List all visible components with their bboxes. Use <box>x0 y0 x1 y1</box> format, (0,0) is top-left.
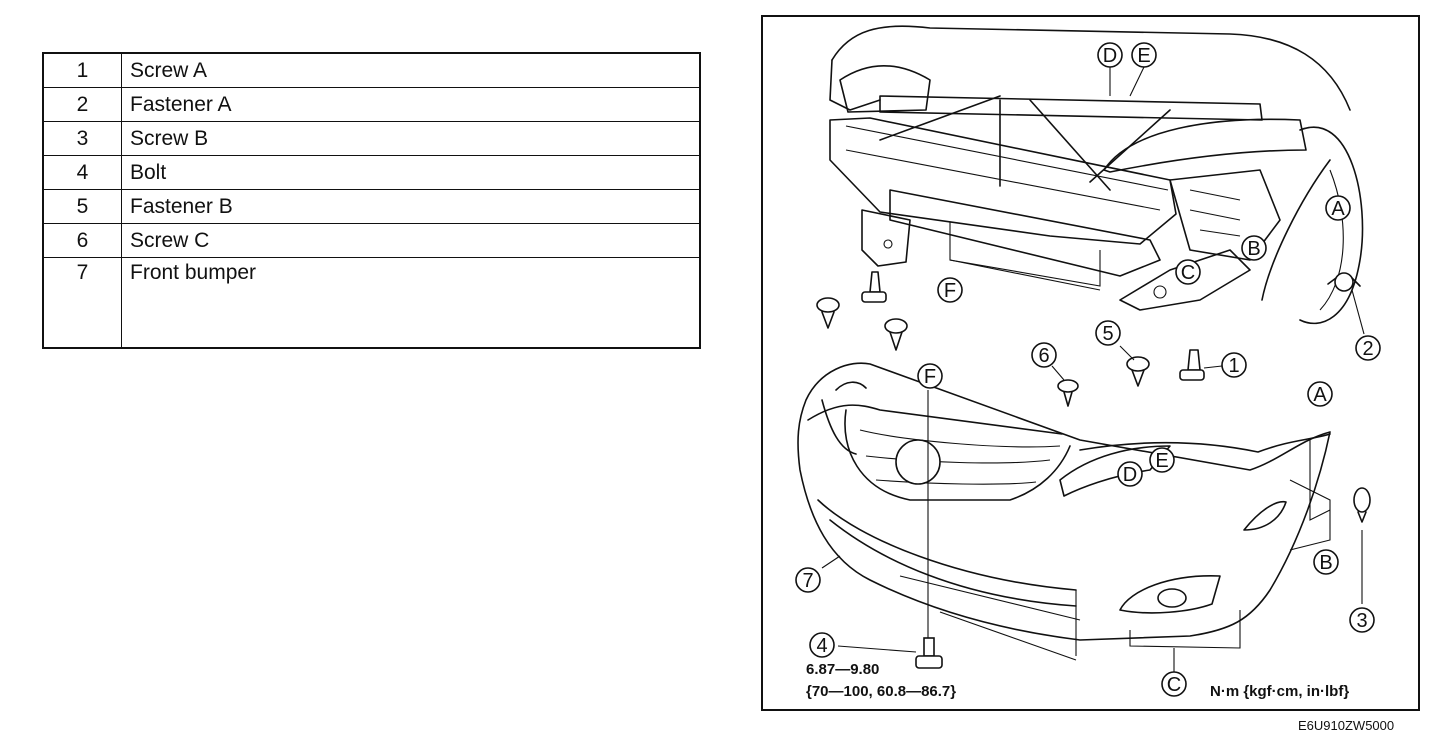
screw-icon <box>1353 487 1371 523</box>
ref-C-top: C <box>1175 259 1201 285</box>
screw-icon <box>1057 379 1079 407</box>
ref-A-top: A <box>1325 195 1351 221</box>
svg-text:5: 5 <box>1102 323 1113 345</box>
torque-alt-units: {70—100, 60.8—86.7} <box>806 683 956 700</box>
svg-text:2: 2 <box>1362 338 1373 360</box>
svg-text:7: 7 <box>802 570 813 592</box>
ref-D-mid: D <box>1117 461 1143 487</box>
table-row: 3 Screw B <box>42 121 701 156</box>
screw-icon <box>1179 349 1205 381</box>
table-row: 1 Screw A <box>42 52 701 88</box>
callout-6: 6 <box>1031 342 1057 368</box>
svg-text:C: C <box>1181 262 1195 284</box>
part-number: 7 <box>42 257 122 349</box>
part-name: Screw C <box>121 223 701 258</box>
svg-text:F: F <box>924 366 936 388</box>
svg-text:1: 1 <box>1228 355 1239 377</box>
svg-text:C: C <box>1167 674 1181 696</box>
table-row: 7 Front bumper <box>42 257 701 349</box>
bolt-icon <box>915 637 943 669</box>
screw-icon <box>861 271 887 303</box>
svg-text:F: F <box>944 280 956 302</box>
svg-text:D: D <box>1123 464 1137 486</box>
part-number: 6 <box>42 223 122 258</box>
ref-B-right: B <box>1313 549 1339 575</box>
fastener-icon <box>816 297 840 329</box>
ref-F-mid: F <box>917 363 943 389</box>
callout-1: 1 <box>1221 352 1247 378</box>
svg-text:4: 4 <box>816 635 827 657</box>
fastener-icon <box>884 318 908 351</box>
svg-text:6: 6 <box>1038 345 1049 367</box>
fastener-icon <box>1327 272 1361 292</box>
part-name: Front bumper <box>121 257 701 349</box>
callout-5: 5 <box>1095 320 1121 346</box>
callout-7: 7 <box>795 567 821 593</box>
front-bumper-drawing <box>797 362 1331 661</box>
callout-3: 3 <box>1349 607 1375 633</box>
svg-text:B: B <box>1319 552 1332 574</box>
part-name: Screw B <box>121 121 701 156</box>
ref-A-right: A <box>1307 381 1333 407</box>
callout-2: 2 <box>1355 335 1381 361</box>
figure-frame <box>761 15 1420 711</box>
svg-text:D: D <box>1103 45 1117 67</box>
part-number: 3 <box>42 121 122 156</box>
torque-value: 6.87—9.80 <box>806 661 879 678</box>
svg-text:A: A <box>1331 198 1345 220</box>
svg-text:B: B <box>1247 238 1260 260</box>
vehicle-front-structure <box>829 25 1364 325</box>
ref-F-top: F <box>937 277 963 303</box>
torque-units-legend: N·m {kgf·cm, in·lbf} <box>1210 683 1349 700</box>
fasteners <box>816 271 1371 669</box>
ref-B-top: B <box>1241 235 1267 261</box>
svg-text:E: E <box>1155 450 1168 472</box>
callout-4: 4 <box>809 632 835 658</box>
ref-E-top: E <box>1131 42 1157 68</box>
svg-text:A: A <box>1313 384 1327 406</box>
svg-text:3: 3 <box>1356 610 1367 632</box>
parts-table: 1 Screw A 2 Fastener A 3 Screw B 4 Bolt … <box>42 52 701 349</box>
drawing-code: E6U910ZW5000 <box>1298 718 1394 733</box>
fastener-icon <box>1126 356 1150 387</box>
ref-D-top: D <box>1097 42 1123 68</box>
part-number: 4 <box>42 155 122 190</box>
part-name: Screw A <box>121 52 701 88</box>
ref-E-mid: E <box>1149 447 1175 473</box>
svg-text:E: E <box>1137 45 1150 67</box>
table-row: 6 Screw C <box>42 223 701 258</box>
callouts: 1 2 3 4 5 6 7 D <box>795 42 1381 697</box>
ref-C-bottom: C <box>1161 671 1187 697</box>
